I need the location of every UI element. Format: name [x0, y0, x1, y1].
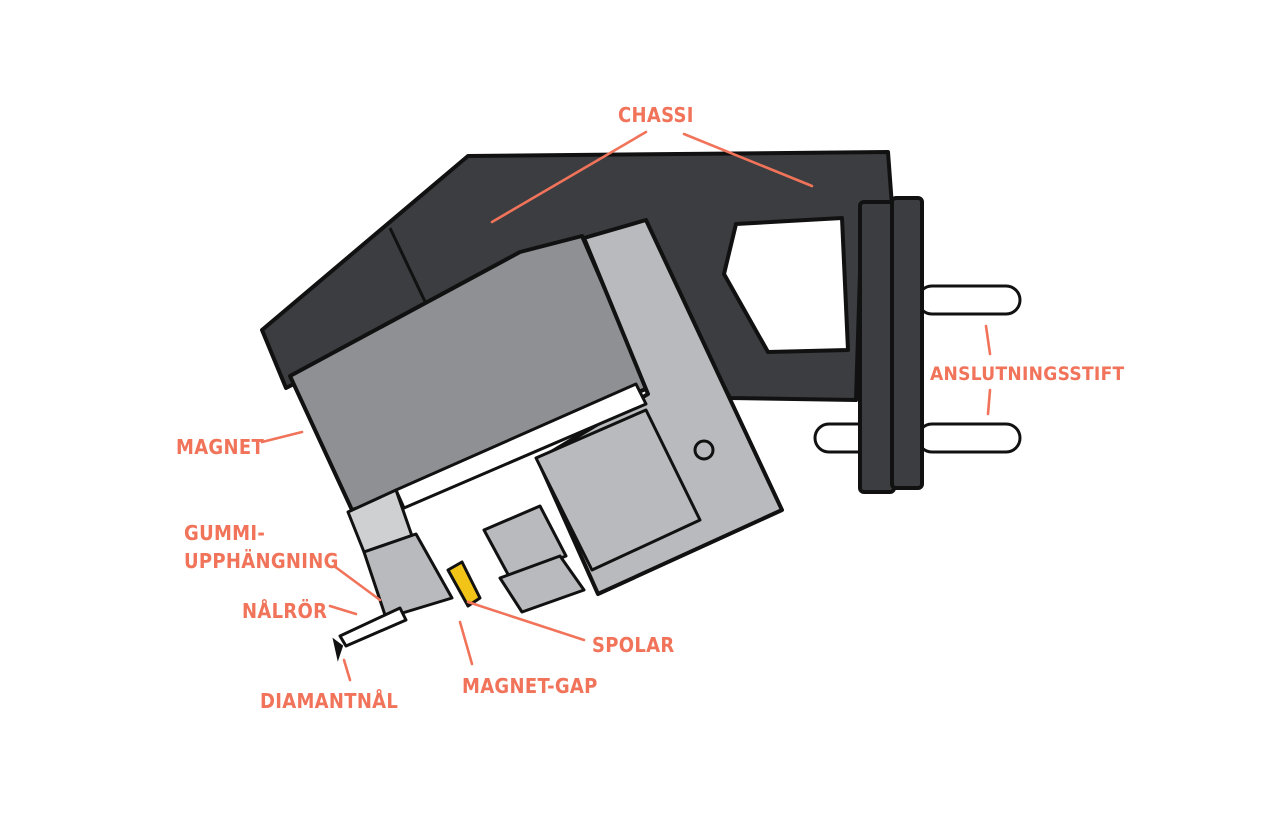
label-gummi-line2: UPPHÄNGNING	[184, 549, 339, 573]
label-gummi-line1: GUMMI-	[184, 521, 266, 545]
pole-piece-inner	[534, 408, 702, 572]
leader-nalror	[328, 604, 358, 616]
connector-plate-inner	[858, 200, 896, 494]
leader-spolar	[466, 600, 586, 642]
leader-anslut-down	[986, 388, 992, 416]
chassis-window	[722, 216, 850, 354]
leader-magnet-gap	[458, 620, 474, 666]
label-nalror: NÅLRÖR	[242, 599, 328, 623]
coil-block-lower	[498, 554, 586, 614]
leader-gummi	[332, 564, 382, 602]
pole-screw	[693, 439, 715, 461]
leader-chassi-right	[682, 132, 814, 188]
label-chassi: CHASSI	[618, 103, 694, 127]
leader-diamant	[342, 658, 352, 682]
label-spolar: SPOLAR	[592, 633, 675, 657]
pin-bottom-outer	[916, 422, 1022, 454]
leader-lines	[260, 130, 992, 682]
label-anslutningsstift: ANSLUTNINGSSTIFT	[930, 363, 1125, 385]
pin-top-outer	[916, 284, 1022, 316]
coil-yellow	[446, 560, 482, 608]
leader-anslut-up	[984, 324, 992, 356]
label-magnet-gap: MAGNET-GAP	[462, 674, 598, 698]
front-block	[362, 532, 454, 620]
leader-chassi-left	[490, 130, 648, 224]
cantilever	[338, 606, 408, 648]
leader-magnet	[260, 430, 304, 444]
label-diamantnal: DIAMANTNÅL	[260, 689, 399, 713]
coils	[446, 504, 586, 614]
chassis-crease	[388, 227, 432, 313]
connector-plate-outer	[890, 196, 924, 490]
label-magnet: MAGNET	[176, 435, 265, 459]
diamond-stylus	[332, 637, 344, 662]
